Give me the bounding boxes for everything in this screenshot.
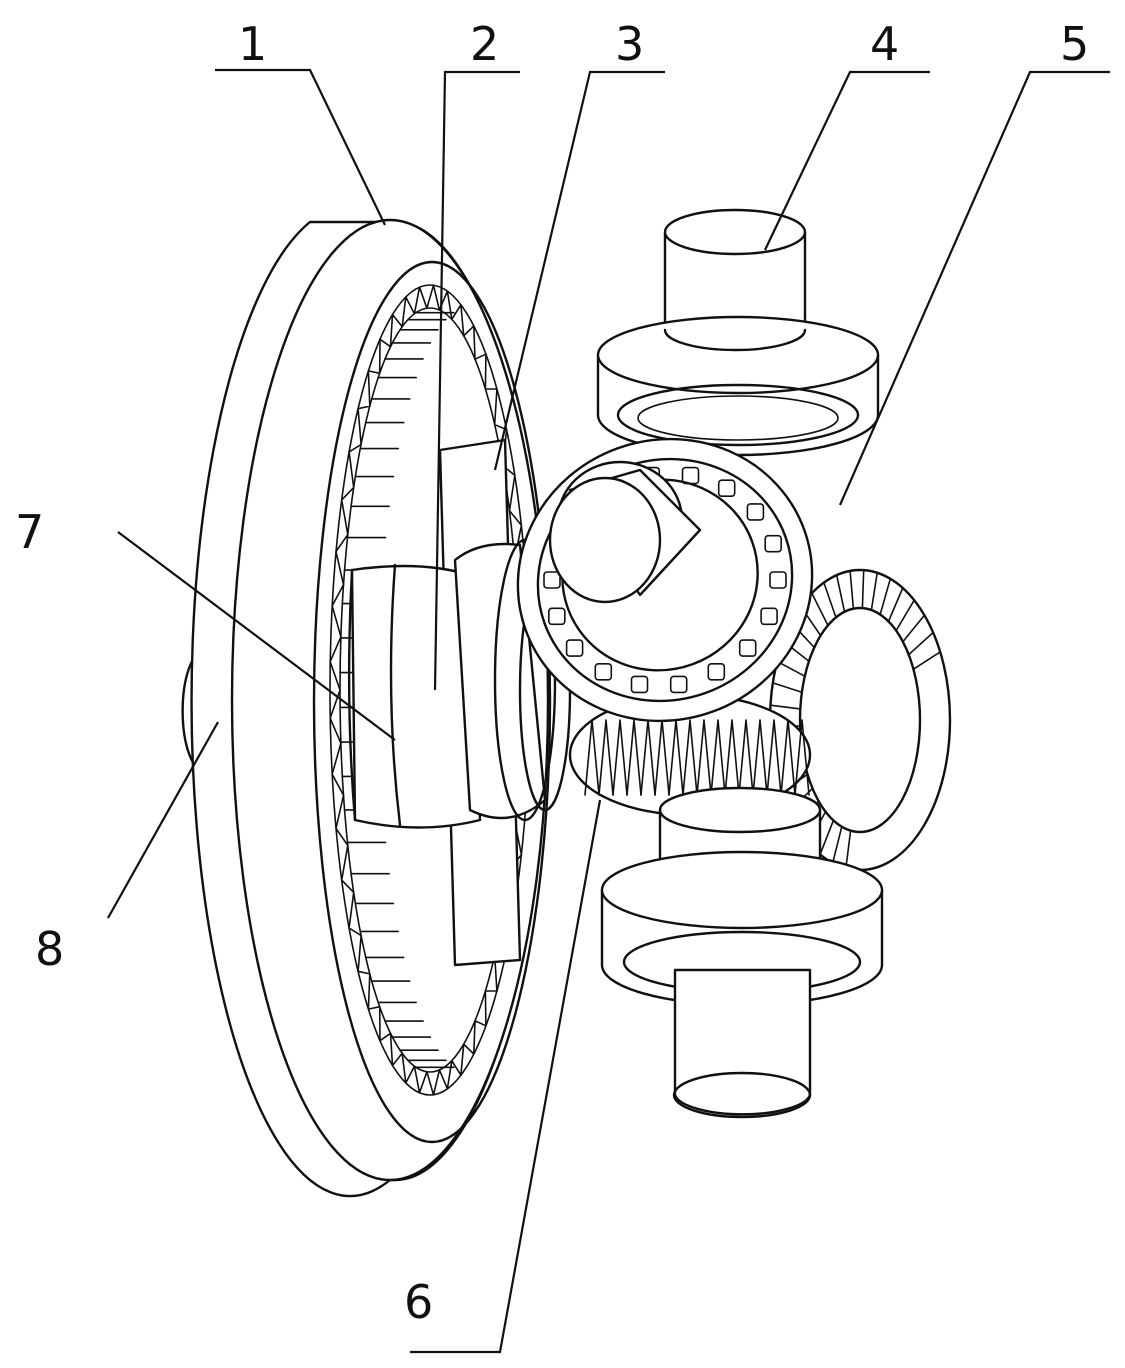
leader-1 — [215, 68, 386, 226]
bevel-tooth — [819, 819, 835, 856]
bevel-tooth — [849, 570, 855, 610]
roller — [594, 662, 613, 681]
bevel-tooth — [831, 825, 843, 864]
callout-7: 7 — [15, 505, 44, 559]
roller — [630, 675, 649, 694]
bevel-tooth — [870, 571, 879, 611]
callout-5: 5 — [1060, 17, 1089, 71]
bevel-tooth — [612, 719, 628, 796]
leader-6 — [410, 799, 602, 1354]
roller — [669, 675, 688, 694]
callout-6: 6 — [404, 1275, 433, 1329]
bevel-tooth — [766, 719, 782, 796]
lower-bevel-teeth — [584, 719, 810, 796]
bevel-tooth — [835, 574, 846, 613]
bevel-tooth — [895, 599, 916, 632]
bevel-tooth — [811, 592, 829, 627]
bevel-tooth — [776, 660, 806, 678]
bevel-tooth — [907, 631, 934, 656]
callout-2: 2 — [470, 17, 499, 71]
leader-5 — [838, 70, 1110, 506]
bevel-tooth — [771, 682, 803, 694]
bevel-tooth — [696, 719, 712, 796]
bevel-tooth — [861, 569, 865, 609]
central-bearing — [516, 437, 814, 723]
bevel-tooth — [823, 581, 837, 619]
bevel-tooth — [769, 704, 802, 710]
roller — [769, 571, 787, 589]
bevel-tooth — [879, 577, 892, 616]
bevel-tooth — [682, 719, 698, 796]
roller — [681, 466, 700, 485]
bevel-tooth — [794, 719, 810, 796]
leader-7 — [117, 531, 396, 741]
callout-labels: 1 2 3 4 5 6 7 8 — [15, 17, 1089, 1329]
roller — [707, 662, 726, 681]
callout-4: 4 — [870, 17, 899, 71]
roller — [547, 607, 566, 626]
leader-3 — [493, 70, 665, 471]
bevel-tooth — [912, 651, 942, 671]
roller — [760, 607, 778, 626]
roller — [738, 639, 757, 657]
callout-8: 8 — [35, 922, 64, 976]
bevel-tooth — [752, 719, 768, 796]
lower-shaft-bearing — [600, 786, 884, 1119]
leader-8 — [107, 721, 219, 919]
bevel-gear-5 — [568, 568, 952, 872]
upper-shaft-bearing-4 — [596, 208, 880, 457]
roller — [746, 503, 765, 521]
roller — [543, 571, 561, 589]
bevel-tooth — [724, 719, 740, 796]
ring-tooth-profile — [329, 284, 531, 1096]
bevel-tooth — [902, 614, 926, 643]
leader-2 — [433, 70, 520, 691]
bevel-tooth — [845, 829, 852, 870]
callout-1: 1 — [238, 17, 267, 71]
bevel-tooth — [887, 587, 904, 623]
leader-4 — [764, 70, 930, 251]
leader-lines — [107, 68, 1110, 1354]
bevel-tooth — [710, 719, 726, 796]
roller — [717, 479, 736, 498]
callout-3: 3 — [615, 17, 644, 71]
bevel-tooth — [780, 719, 796, 796]
roller — [764, 534, 783, 553]
bevel-tooth — [738, 719, 754, 796]
bevel-tooth — [584, 719, 600, 796]
roller — [565, 639, 584, 657]
bevel-tooth — [598, 719, 614, 796]
